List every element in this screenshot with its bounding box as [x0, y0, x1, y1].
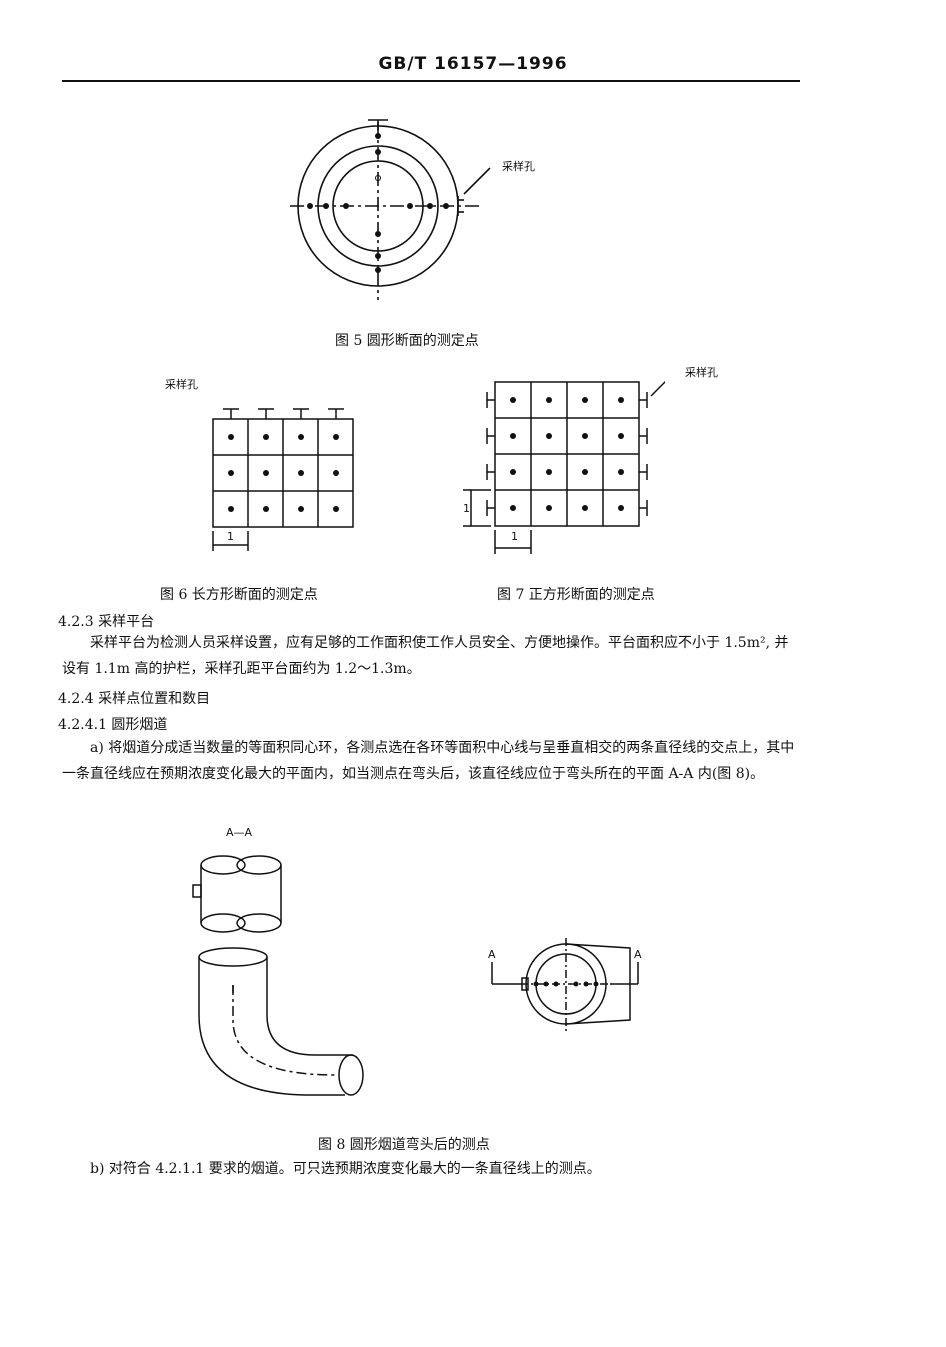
figure-8-cross-section [491, 938, 639, 1034]
fig7-caption: 图 7 正方形断面的测定点 [497, 587, 655, 603]
page-header: GB/T 16157—1996 [378, 54, 568, 74]
fig8-a-right: A [634, 948, 642, 961]
heading-4-2-4-1: 4.2.4.1 圆形烟道 [58, 717, 168, 733]
header-rule [62, 80, 800, 82]
heading-4-2-3: 4.2.3 采样平台 [58, 614, 155, 630]
fig6-caption: 图 6 长方形断面的测定点 [160, 587, 318, 603]
fig8-a-left: A [488, 948, 496, 961]
para-4-2-3: 采样平台为检测人员采样设置，应有足够的工作面积使工作人员安全、方便地操作。平台面… [62, 635, 789, 677]
fig6-dimension-label: 1 [227, 530, 234, 543]
figure-8-bend-duct [192, 855, 364, 1096]
fig5-hole-label: 采样孔 [502, 160, 535, 173]
fig7-side-label: 1 [463, 502, 470, 515]
fig8-section-label: A—A [226, 826, 253, 839]
fig7-dimension-label: 1 [511, 530, 518, 543]
item-b: b) 对符合 4.2.1.1 要求的烟道。可只选预期浓度变化最大的一条直径线上的… [90, 1161, 601, 1177]
fig5-caption: 图 5 圆形断面的测定点 [335, 333, 479, 349]
heading-4-2-4: 4.2.4 采样点位置和数目 [58, 691, 211, 707]
fig6-hole-label: 采样孔 [165, 378, 198, 391]
figure-7-square-section [463, 380, 665, 554]
fig8-caption: 图 8 圆形烟道弯头后的测点 [318, 1137, 490, 1153]
figure-6-rectangular-section [212, 408, 354, 551]
figure-5-circular-section [290, 119, 491, 300]
fig7-hole-label: 采样孔 [685, 366, 718, 379]
item-a: a) 将烟道分成适当数量的等面积同心环，各测点选在各环等面积中心线与呈垂直相交的… [62, 740, 795, 782]
